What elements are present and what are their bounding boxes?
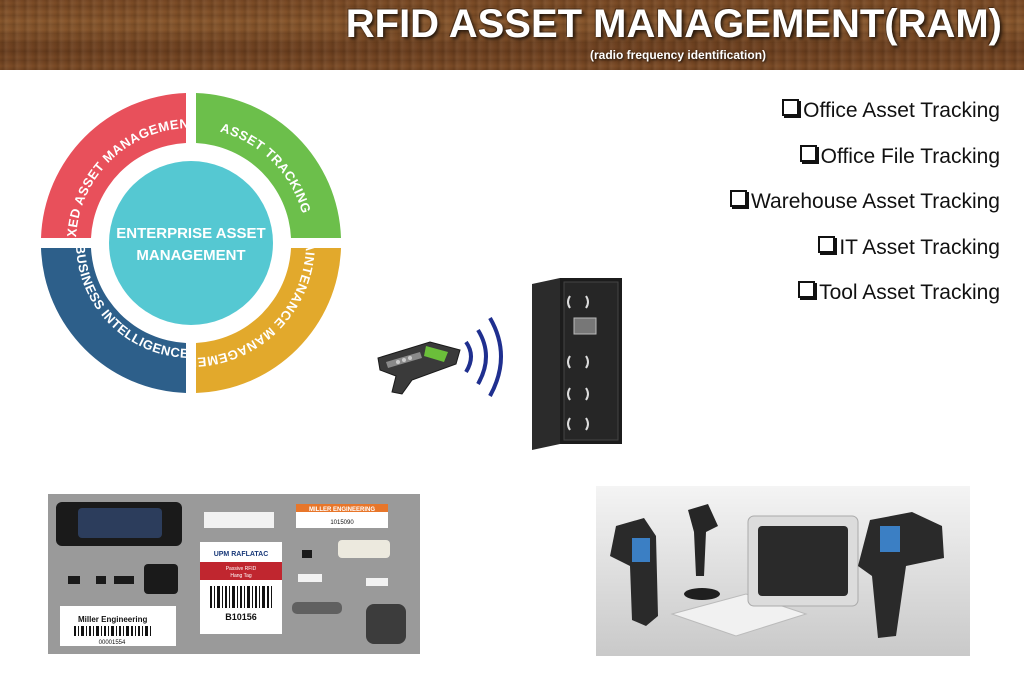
enterprise-asset-ring: ENTERPRISE ASSET MANAGEMENT FIXED ASSET … bbox=[36, 88, 341, 393]
segment-business-intelligence bbox=[41, 248, 186, 393]
list-item-label: Office File Tracking bbox=[820, 144, 1000, 168]
segment-fixed-asset bbox=[41, 93, 186, 238]
list-item: Warehouse Asset Tracking bbox=[729, 187, 1000, 233]
ring-center-line2: MANAGEMENT bbox=[136, 247, 245, 264]
list-item-label: Warehouse Asset Tracking bbox=[750, 190, 1000, 213]
tracking-list: Office Asset Tracking Office File Tracki… bbox=[729, 96, 1000, 324]
page-subtitle: (radio frequency identification) bbox=[590, 48, 767, 62]
square-bullet-icon bbox=[782, 99, 800, 116]
list-item-label: Tool Asset Tracking bbox=[819, 281, 1000, 304]
signal-waves-icon bbox=[464, 316, 503, 397]
tag-label-upm: UPM RAFLATAC bbox=[214, 551, 269, 558]
list-item: Office Asset Tracking bbox=[730, 96, 1000, 142]
tag-label-upm-sub: Passive RFID bbox=[226, 566, 257, 572]
ring-center bbox=[109, 161, 273, 325]
square-bullet-icon bbox=[818, 235, 836, 253]
square-bullet-icon bbox=[799, 144, 817, 162]
tag-label-miller-num: 1015090 bbox=[330, 520, 354, 526]
tag-label-miller-bottom-num: 00001554 bbox=[99, 640, 126, 646]
list-item: Tool Asset Tracking bbox=[730, 278, 1000, 324]
tag-label-miller-top: MILLER ENGINEERING bbox=[309, 507, 375, 513]
square-bullet-icon bbox=[729, 190, 747, 207]
tag-label-upm-sub2: Hang Tag bbox=[230, 573, 252, 579]
handheld-scanner-icon bbox=[377, 341, 461, 395]
header-banner: RFID ASSET MANAGEMENT(RAM) (radio freque… bbox=[0, 0, 1024, 70]
segment-asset-tracking bbox=[196, 93, 341, 238]
ring-center-line1: ENTERPRISE ASSET bbox=[116, 225, 265, 242]
page-title: RFID ASSET MANAGEMENT(RAM) bbox=[345, 2, 1002, 46]
tag-label-upm-code: B10156 bbox=[225, 612, 257, 622]
list-item: Office File Tracking bbox=[730, 142, 1000, 188]
rfid-readers-photo bbox=[596, 486, 970, 656]
list-item-label: Office Asset Tracking bbox=[803, 99, 1000, 122]
list-item: IT Asset Tracking bbox=[730, 233, 1000, 279]
segment-maintenance bbox=[196, 248, 341, 393]
square-bullet-icon bbox=[798, 281, 816, 298]
rfid-tags-photo: MILLER ENGINEERING 1015090 UPM RAFLATAC … bbox=[48, 494, 420, 654]
server-rack-icon bbox=[532, 278, 622, 450]
list-item-label: IT Asset Tracking bbox=[839, 235, 1000, 259]
tag-label-miller-bottom: Miller Engineering bbox=[78, 615, 147, 624]
